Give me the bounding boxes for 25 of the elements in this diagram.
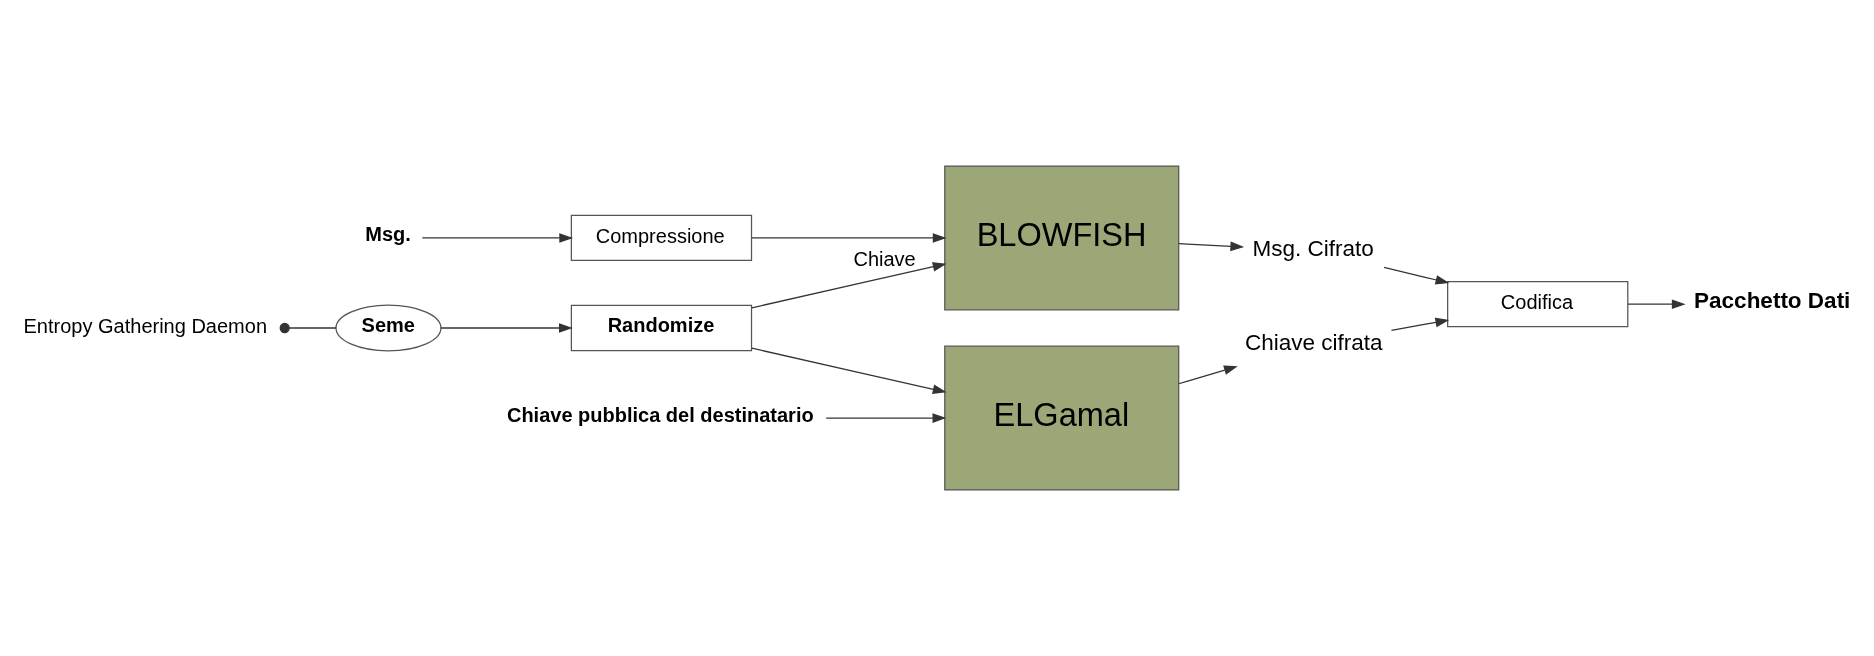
arrow [1627, 299, 1686, 310]
arrow [751, 347, 947, 394]
node-box: Compressione [570, 214, 753, 262]
node-box: Randomize [570, 304, 753, 352]
node-text: Msg. [365, 223, 411, 246]
arrow [825, 413, 947, 423]
node-ellipse: Seme [335, 304, 442, 352]
connector [279, 322, 337, 334]
node-box: Codifica [1447, 281, 1629, 328]
arrow [1390, 317, 1450, 331]
node-text: Pacchetto Dati [1694, 288, 1851, 314]
node-text: Entropy Gathering Daemon [23, 314, 268, 337]
arrow [421, 233, 574, 243]
arrow [1383, 266, 1450, 285]
node-box: BLOWFISH [944, 165, 1180, 311]
arrow [751, 262, 947, 309]
arrow [1178, 241, 1245, 252]
arrow [1178, 365, 1238, 385]
node-text: Chiave pubblica del destinatario [506, 403, 814, 426]
arrow [440, 323, 573, 333]
edge-label: Chiave [853, 248, 916, 271]
arrow [751, 233, 947, 243]
node-text: Msg. Cifrato [1252, 235, 1374, 261]
node-text: Chiave cifrata [1245, 329, 1383, 355]
node-box: ELGamal [944, 345, 1180, 491]
